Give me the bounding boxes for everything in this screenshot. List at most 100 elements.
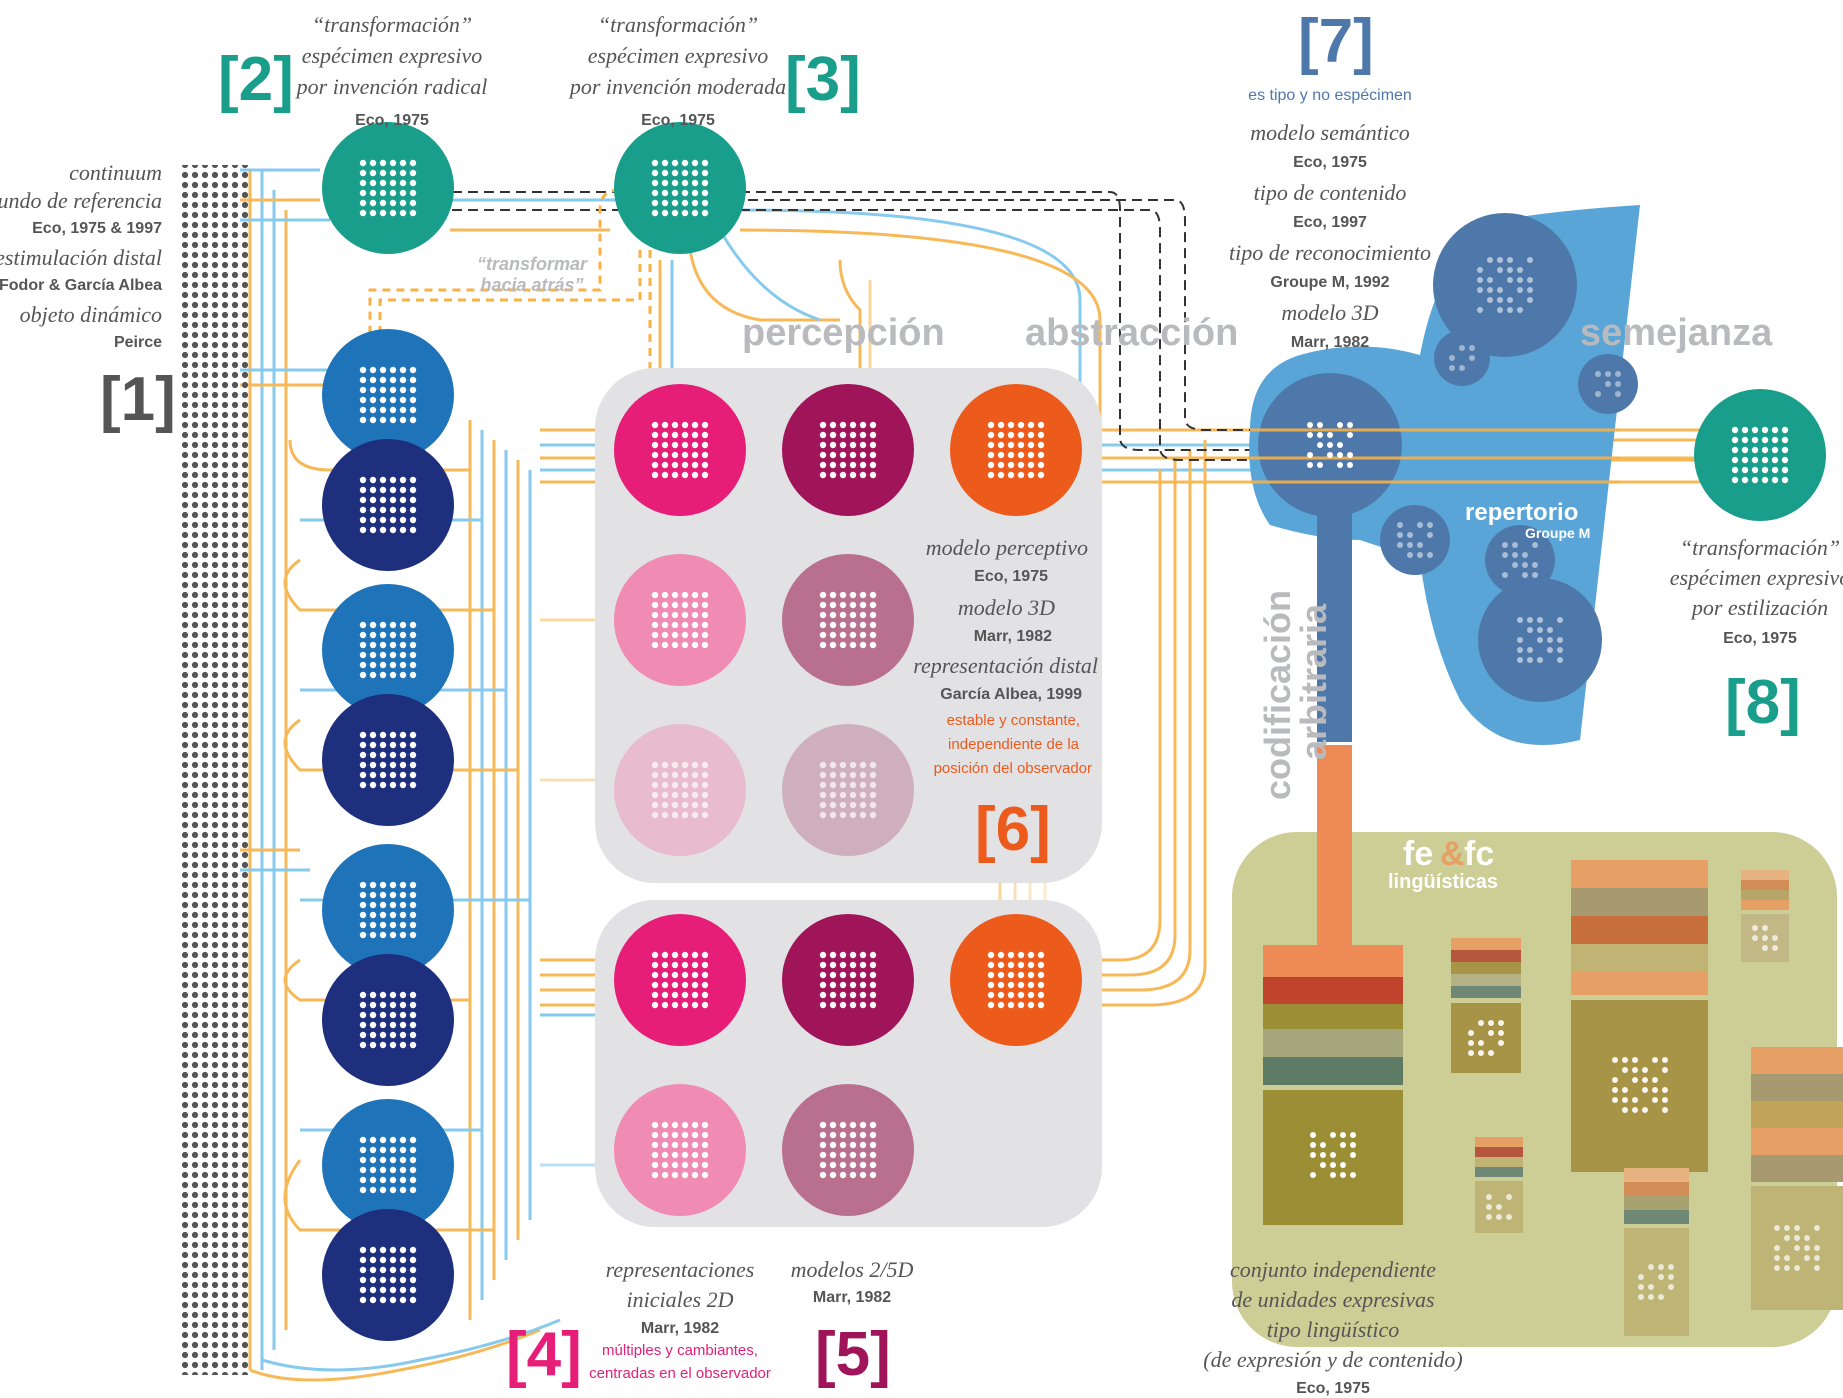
repertorio-circle-3 <box>1485 525 1555 595</box>
node-1h-dot-grid <box>359 1246 417 1304</box>
svg-text:por invención radical: por invención radical <box>295 74 488 99</box>
svg-text:&: & <box>1440 835 1465 873</box>
repertorio-ref: Groupe M <box>1525 525 1590 541</box>
svg-text:iniciales 2D: iniciales 2D <box>627 1287 734 1312</box>
continuum-dot-grid <box>182 165 252 1375</box>
node-1e-dot-grid <box>359 881 417 939</box>
svg-text:tipo lingüístico: tipo lingüístico <box>1267 1317 1400 1342</box>
svg-text:García Albea, 1999: García Albea, 1999 <box>940 686 1082 703</box>
glyph-motif-14 <box>1774 1225 1820 1271</box>
repertorio-circle-4 <box>1380 505 1450 575</box>
node-6b-circle <box>950 914 1082 1046</box>
svg-text:independiente de la: independiente de la <box>948 736 1080 753</box>
node-1b-dot-grid <box>359 476 417 534</box>
glyph-motif-8 <box>1310 1132 1356 1178</box>
svg-text:Marr, 1982: Marr, 1982 <box>641 1320 719 1337</box>
glyph-motif-3 <box>1502 542 1538 578</box>
glyph-motif-6 <box>1595 371 1621 397</box>
svg-text:posición del observador: posición del observador <box>934 760 1092 777</box>
label-5: [5] <box>815 1320 891 1389</box>
node-1f-circle <box>322 954 454 1086</box>
glyph-motif-4 <box>1397 522 1433 558</box>
heading-percepcion: percepción <box>742 312 945 354</box>
node-circles <box>322 122 1826 1341</box>
glyph-motif-10 <box>1612 1057 1668 1113</box>
label-6: [6] <box>975 795 1051 864</box>
node-8-circle <box>1694 389 1826 521</box>
node-1c-circle <box>322 584 454 716</box>
glyph-motif-7 <box>1307 422 1353 468</box>
svg-text:Eco, 1975: Eco, 1975 <box>355 112 429 129</box>
node-5e-dot-grid <box>819 1121 877 1179</box>
node-2-circle <box>322 122 454 254</box>
svg-text:fe: fe <box>1403 835 1433 873</box>
svg-text:modelo semántico: modelo semántico <box>1250 120 1409 145</box>
node-5c-circle <box>782 724 914 856</box>
svg-text:Fodor & García Albea: Fodor & García Albea <box>0 277 162 294</box>
codification-bar-orange <box>1317 745 1352 950</box>
svg-text:estable y constante,: estable y constante, <box>947 712 1080 729</box>
linguistic-stacks <box>1263 860 1843 1336</box>
node-1h-circle <box>322 1209 454 1341</box>
repertorio-circle-1 <box>1433 213 1577 357</box>
annotation-3: “transformación” espécimen expresivo por… <box>568 12 786 129</box>
svg-text:Eco, 1975 & 1997: Eco, 1975 & 1997 <box>32 220 162 237</box>
svg-text:modelos 2/5D: modelos 2/5D <box>791 1257 914 1282</box>
node-4e-dot-grid <box>651 1121 709 1179</box>
node-4b-circle <box>614 554 746 686</box>
node-3-dot-grid <box>651 159 709 217</box>
svg-text:Eco, 1975: Eco, 1975 <box>1723 630 1797 647</box>
svg-text:representación distal: representación distal <box>913 653 1098 678</box>
node-3-circle <box>614 122 746 254</box>
node-5b-circle <box>782 554 914 686</box>
svg-text:“transformación”: “transformación” <box>312 12 472 37</box>
svg-text:hacia atrás”: hacia atrás” <box>480 275 583 295</box>
node-5d-circle <box>782 914 914 1046</box>
svg-text:conjunto independiente: conjunto independiente <box>1230 1257 1436 1282</box>
backward-annotation: “transformar hacia atrás” <box>477 254 588 295</box>
node-1g-dot-grid <box>359 1136 417 1194</box>
svg-text:tipo de reconocimiento: tipo de reconocimiento <box>1229 240 1431 265</box>
node-1e-circle <box>322 844 454 976</box>
fefc-title: fe & fc lingüísticas <box>1388 835 1498 893</box>
svg-text:representaciones: representaciones <box>606 1257 755 1282</box>
left-annotation: continuum mundo de referencia Eco, 1975 … <box>0 160 162 351</box>
heading-semejanza: semejanza <box>1580 312 1773 354</box>
svg-text:“transformación”: “transformación” <box>598 12 758 37</box>
svg-text:modelo 3D: modelo 3D <box>1281 300 1378 325</box>
svg-text:Marr, 1982: Marr, 1982 <box>1291 334 1369 351</box>
heading-abstraccion: abstracción <box>1025 312 1238 354</box>
repertorio-circle-6 <box>1578 354 1638 414</box>
svg-text:por invención moderada: por invención moderada <box>568 74 786 99</box>
annotation-7: es tipo y no espécimen modelo semántico … <box>1229 87 1431 351</box>
svg-text:tipo de contenido: tipo de contenido <box>1254 180 1407 205</box>
svg-text:“transformación”: “transformación” <box>1680 535 1840 560</box>
heading-arbitraria: arbitraria <box>1293 603 1334 760</box>
svg-text:modelo perceptivo: modelo perceptivo <box>926 535 1088 560</box>
svg-text:centradas en el observador: centradas en el observador <box>589 1365 771 1382</box>
node-1f-dot-grid <box>359 991 417 1049</box>
node-4d-dot-grid <box>651 951 709 1009</box>
svg-text:Eco, 1975: Eco, 1975 <box>641 112 715 129</box>
annotation-4: representaciones iniciales 2D Marr, 1982… <box>589 1257 771 1382</box>
label-3: [3] <box>785 45 861 114</box>
glyph-motif-9 <box>1468 1020 1504 1056</box>
node-2-dot-grid <box>359 159 417 217</box>
repertorio-title: repertorio <box>1465 499 1578 526</box>
node-1d-circle <box>322 694 454 826</box>
label-4: [4] <box>506 1320 582 1389</box>
node-1d-dot-grid <box>359 731 417 789</box>
annotation-8: “transformación” espécimen expresivo por… <box>1670 535 1843 647</box>
codification-bar-blue <box>1317 510 1352 742</box>
node-1a-dot-grid <box>359 366 417 424</box>
svg-text:espécimen expresivo: espécimen expresivo <box>588 43 769 68</box>
svg-text:modelo 3D: modelo 3D <box>958 595 1055 620</box>
node-4c-circle <box>614 724 746 856</box>
node-4d-circle <box>614 914 746 1046</box>
node-4a-dot-grid <box>651 421 709 479</box>
svg-text:mundo de referencia: mundo de referencia <box>0 188 162 213</box>
glyph-motif-2 <box>1517 617 1563 663</box>
repertorio-circle-5 <box>1434 330 1490 386</box>
